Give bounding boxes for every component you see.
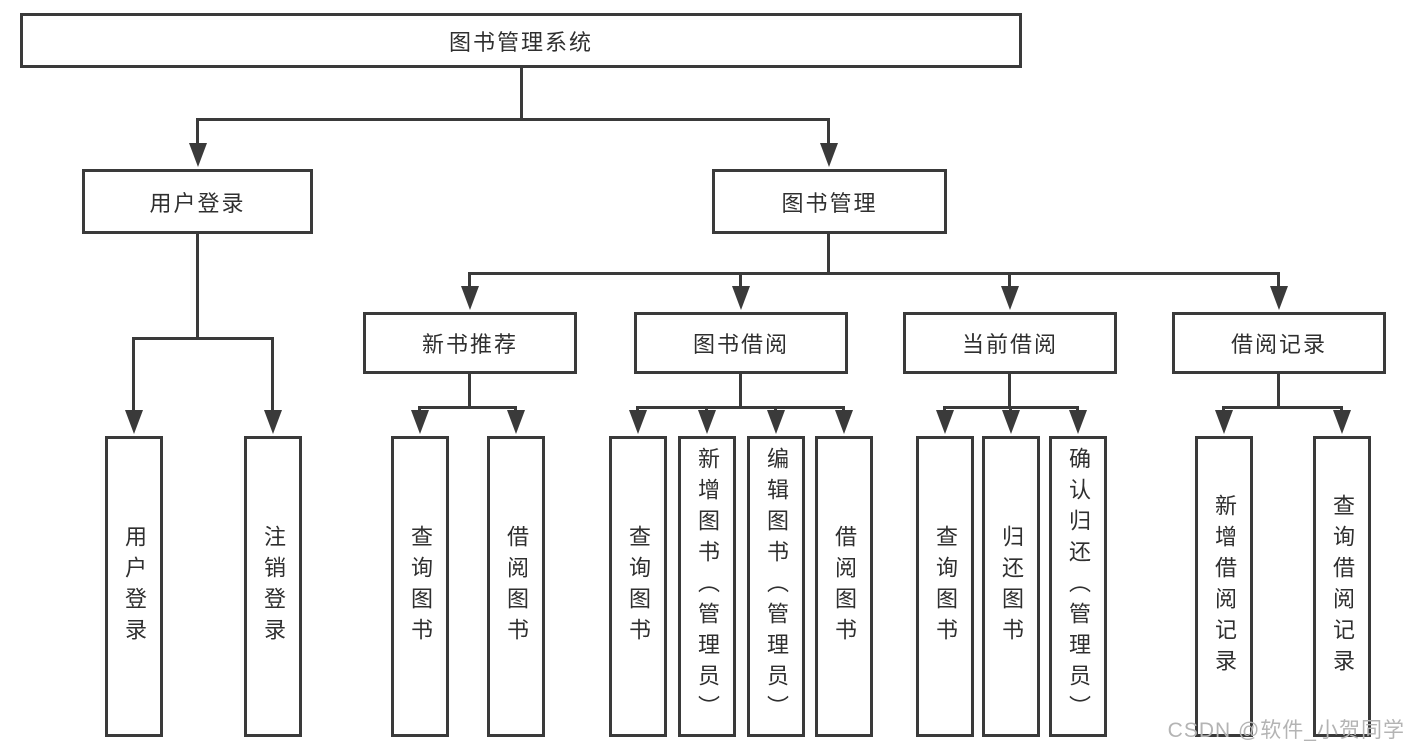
leaf-user-login: 用户登录 [105,436,163,737]
leaf-label: 借阅图书 [504,524,529,649]
leaf-label: 新增借阅记录 [1212,493,1237,680]
node-label: 当前借阅 [961,332,1058,357]
arrow-to-br-add [1214,406,1233,434]
connector-book-borrow-branch [636,406,845,409]
connector-book-mgmt-branch [468,272,1280,275]
leaf-nb-query-books: 查询图书 [391,436,449,737]
leaf-label: 查询图书 [408,524,433,649]
arrow-to-book-management [819,118,838,167]
connector-book-mgmt-trunk [827,234,830,272]
arrow-to-bb-borrow [834,406,853,434]
leaf-cb-query-books: 查询图书 [916,436,974,737]
connector-user-login-branch [132,337,274,340]
leaf-bb-add-books-admin: 新增图书（管理员） [678,436,736,737]
arrow-to-login-leaf [124,337,143,434]
leaf-label: 用户登录 [122,524,147,649]
leaf-label: 查询图书 [626,524,651,649]
arrow-to-br-query [1332,406,1351,434]
connector-new-books-branch [418,406,517,409]
leaf-label: 归还图书 [999,524,1024,649]
connector-new-books-trunk [468,374,471,406]
arrow-to-cb-confirm [1068,406,1087,434]
arrow-to-borrow-records [1269,272,1288,310]
connector-borrow-records-branch [1222,406,1343,409]
node-current-borrow: 当前借阅 [903,312,1117,374]
csdn-watermark: CSDN @软件_小贺同学 [1167,719,1405,742]
leaf-br-add-record: 新增借阅记录 [1195,436,1253,737]
arrow-to-current-borrow [1000,272,1019,310]
arrow-to-bb-query [628,406,647,434]
node-borrow-records: 借阅记录 [1172,312,1386,374]
leaf-label: 编辑图书（管理员） [764,447,789,726]
leaf-label: 查询图书 [933,524,958,649]
connector-current-borrow-trunk [1008,374,1011,406]
node-book-borrow: 图书借阅 [634,312,848,374]
node-library-system: 图书管理系统 [20,13,1022,68]
arrow-to-book-borrow [731,272,750,310]
arrow-to-nb-query [410,406,429,434]
node-label: 图书借阅 [692,332,789,357]
leaf-bb-borrow-books: 借阅图书 [815,436,873,737]
leaf-br-query-record: 查询借阅记录 [1313,436,1371,737]
connector-book-borrow-trunk [739,374,742,406]
leaf-logout: 注销登录 [244,436,302,737]
node-label: 图书管理系统 [448,29,593,55]
node-user-login: 用户登录 [82,169,313,234]
node-book-management: 图书管理 [712,169,947,234]
connector-borrow-records-trunk [1277,374,1280,406]
arrow-to-bb-edit [766,406,785,434]
arrow-to-bb-add [697,406,716,434]
leaf-cb-confirm-return-admin: 确认归还（管理员） [1049,436,1107,737]
leaf-label: 新增图书（管理员） [695,447,720,726]
connector-root-branch [196,118,830,121]
arrow-to-logout-leaf [263,337,282,434]
arrow-to-user-login [188,118,207,167]
leaf-label: 注销登录 [261,524,286,649]
leaf-label: 借阅图书 [832,524,857,649]
leaf-nb-borrow-books: 借阅图书 [487,436,545,737]
leaf-cb-return-books: 归还图书 [982,436,1040,737]
connector-root-trunk [520,68,523,118]
connector-user-login-trunk [196,234,199,337]
node-label: 用户登录 [149,190,246,216]
leaf-label: 确认归还（管理员） [1066,447,1091,726]
leaf-bb-query-books: 查询图书 [609,436,667,737]
arrow-to-new-books [460,272,479,310]
arrow-to-nb-borrow [506,406,525,434]
node-new-books: 新书推荐 [363,312,577,374]
arrow-to-cb-query [935,406,954,434]
node-label: 借阅记录 [1230,332,1327,357]
node-label: 新书推荐 [421,332,518,357]
leaf-bb-edit-books-admin: 编辑图书（管理员） [747,436,805,737]
arrow-to-cb-return [1001,406,1020,434]
node-label: 图书管理 [781,190,878,216]
leaf-label: 查询借阅记录 [1330,493,1355,680]
